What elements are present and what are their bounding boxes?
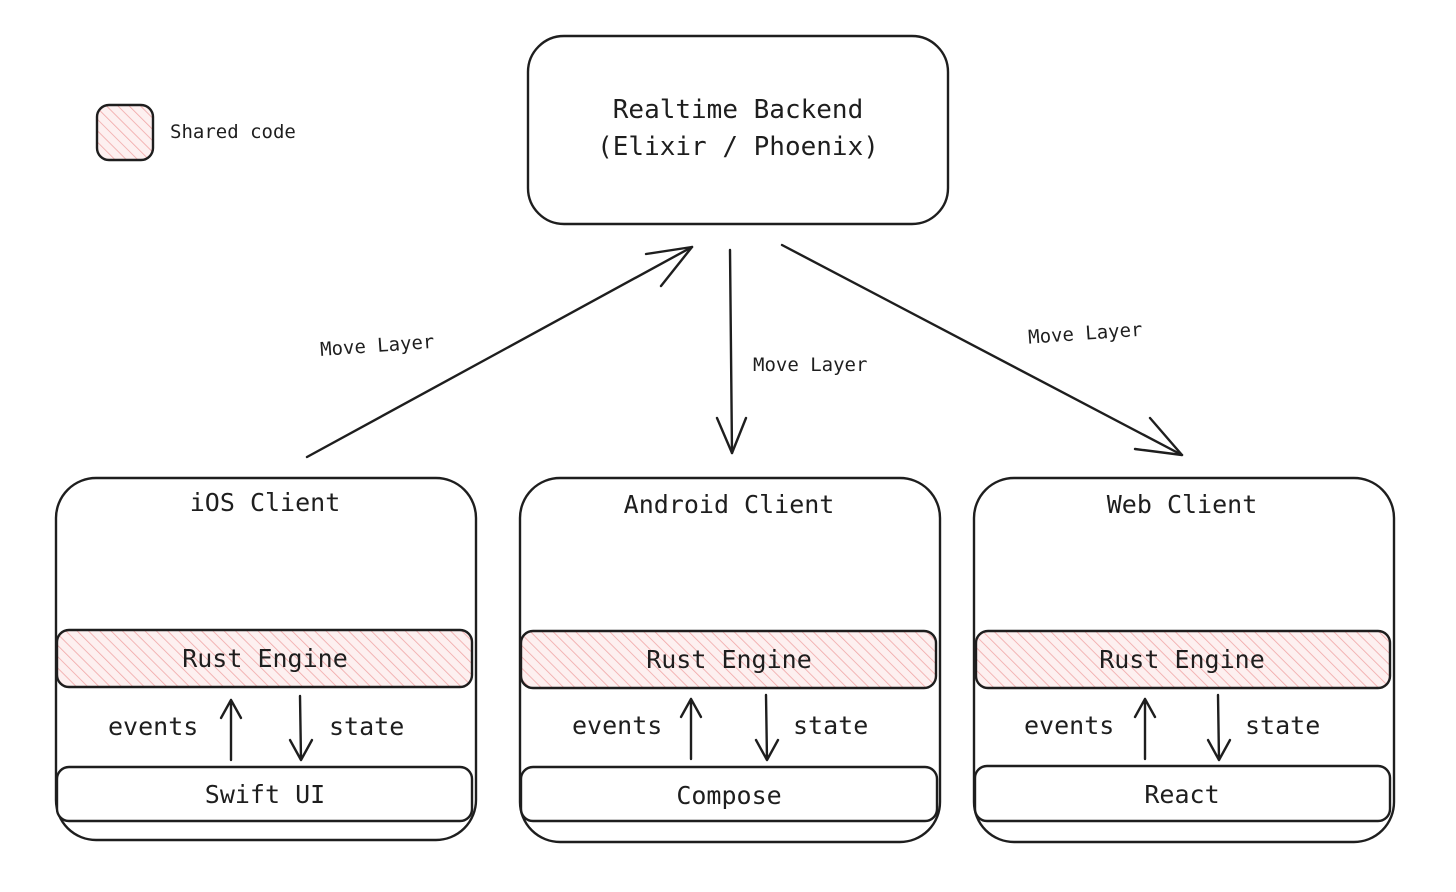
ui-framework-label: React bbox=[1144, 780, 1219, 809]
state-label: state bbox=[1245, 711, 1320, 740]
ui-framework-label: Compose bbox=[676, 781, 781, 810]
ui-framework-box bbox=[973, 764, 1392, 823]
state-arrow bbox=[1206, 693, 1232, 762]
client-title: iOS Client bbox=[190, 488, 341, 517]
rust-engine-label: Rust Engine bbox=[1099, 645, 1265, 674]
events-label: events bbox=[108, 712, 198, 741]
events-label: events bbox=[1024, 711, 1114, 740]
legend: Shared code bbox=[95, 103, 296, 162]
state-arrow bbox=[288, 694, 314, 762]
arrow-right-label: Move Layer bbox=[1027, 319, 1143, 349]
arrow-middle-label: Move Layer bbox=[753, 354, 867, 376]
rust-engine-box bbox=[55, 628, 474, 689]
rust-engine-box bbox=[519, 629, 938, 690]
events-arrow bbox=[219, 698, 243, 762]
ui-framework-box bbox=[55, 765, 474, 823]
rust-engine-box bbox=[974, 629, 1392, 690]
client-android: Android Client Rust Engine events state … bbox=[518, 476, 942, 844]
events-arrow bbox=[1133, 697, 1157, 761]
arrow-backend-to-web: Move Layer bbox=[780, 243, 1184, 457]
state-arrow bbox=[754, 693, 780, 762]
client-title: Android Client bbox=[624, 490, 835, 519]
rust-engine-label: Rust Engine bbox=[646, 645, 812, 674]
ui-framework-box bbox=[519, 765, 939, 823]
events-arrow bbox=[679, 697, 703, 761]
events-label: events bbox=[572, 711, 662, 740]
client-title: Web Client bbox=[1107, 490, 1258, 519]
ui-framework-label: Swift UI bbox=[205, 780, 325, 809]
client-web: Web Client Rust Engine events state Reac… bbox=[972, 476, 1396, 844]
backend-title: Realtime Backend bbox=[613, 95, 863, 125]
arrow-ios-to-backend: Move Layer bbox=[305, 245, 694, 459]
state-label: state bbox=[329, 712, 404, 741]
arrow-left-label: Move Layer bbox=[319, 331, 435, 361]
rust-engine-label: Rust Engine bbox=[182, 644, 348, 673]
legend-label: Shared code bbox=[170, 121, 296, 143]
state-label: state bbox=[793, 711, 868, 740]
backend-node: Realtime Backend (Elixir / Phoenix) bbox=[526, 34, 950, 226]
legend-swatch bbox=[95, 103, 155, 162]
client-ios: iOS Client Rust Engine events state Swif… bbox=[54, 476, 478, 842]
backend-subtitle: (Elixir / Phoenix) bbox=[597, 132, 879, 162]
arrow-backend-to-android: Move Layer bbox=[715, 248, 867, 455]
